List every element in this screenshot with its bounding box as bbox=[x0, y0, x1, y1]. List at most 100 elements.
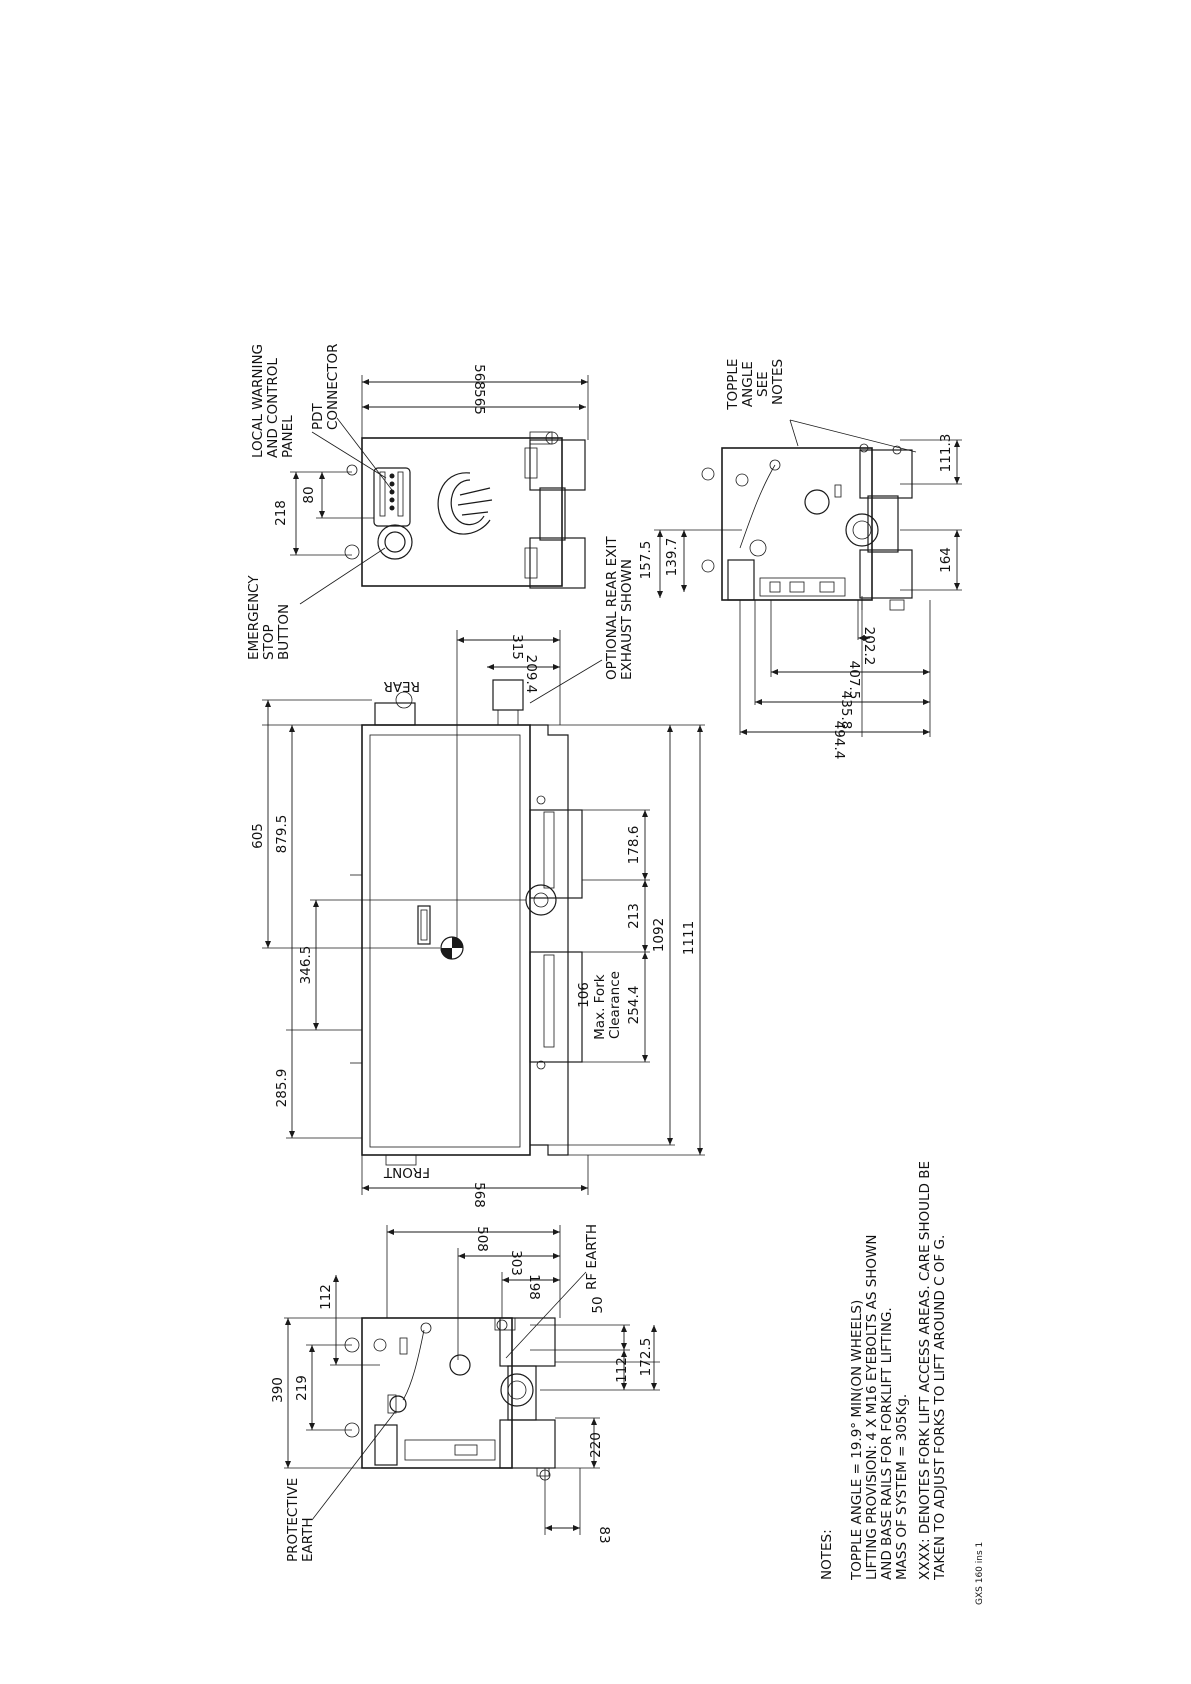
label-topple-4: NOTES bbox=[770, 359, 786, 405]
label-topple-3: SEE bbox=[755, 371, 771, 397]
dim-front-198: 198 bbox=[526, 1274, 542, 1300]
eyebolt-icon bbox=[529, 431, 553, 445]
rear-exhaust-icon bbox=[492, 679, 524, 711]
dim-rear-111-3: 111.3 bbox=[938, 434, 954, 473]
notes-heading: NOTES: bbox=[819, 1529, 835, 1580]
dim-top-218: 218 bbox=[273, 500, 289, 526]
label-local-warning-1: LOCAL WARNING bbox=[250, 344, 266, 458]
edwards-logo-icon bbox=[437, 472, 493, 535]
dim-rear-494-4: 494.4 bbox=[831, 721, 847, 760]
label-protective-earth-2: EARTH bbox=[300, 1517, 316, 1562]
notes-block: NOTES: TOPPLE ANGLE = 19.9° MIN(ON WHEEL… bbox=[819, 1157, 985, 1605]
svg-text:EMERGENCY STOP BUT: EMERGENCY STOP BUTTON bbox=[246, 571, 292, 660]
note-line-1: TOPPLE ANGLE = 19.9° MIN(ON WHEELS) bbox=[849, 1300, 865, 1581]
drawing-reference: GXS 160 ins 1 bbox=[975, 1542, 985, 1605]
side-view: OPTIONAL REAR EXIT EXHAUST SHOWN REAR FR… bbox=[250, 532, 705, 1208]
dim-side-346-5: 346.5 bbox=[298, 946, 314, 985]
dim-side-879-5: 879.5 bbox=[274, 815, 290, 854]
exhaust-port-icon bbox=[500, 1373, 534, 1407]
top-view: 568 565 218 80 LOCAL WARNING AND CONTROL… bbox=[246, 340, 589, 660]
svg-text:TOPPLE ANGLE = 19.9° MIN(ON WH: TOPPLE ANGLE = 19.9° MIN(ON WHEELS) LIFT… bbox=[849, 1230, 910, 1581]
top-view-body bbox=[361, 437, 563, 587]
svg-text:TOPPLE ANGLE SEE: TOPPLE ANGLE SEE NOTES bbox=[725, 354, 786, 411]
svg-text:Max. Fork Clearance: Max. Fork Clearance bbox=[592, 970, 623, 1040]
dim-side-213: 213 bbox=[626, 903, 642, 929]
svg-text:LOCAL WARNING AND CONTRO: LOCAL WARNING AND CONTROL PANEL bbox=[250, 340, 296, 458]
centre-of-gravity-icon bbox=[440, 936, 464, 960]
dim-front-390: 390 bbox=[270, 1377, 286, 1403]
front-view: 508 303 198 RF EARTH 50 112 172.5 220 83 bbox=[270, 1224, 660, 1562]
label-emergency-2: STOP bbox=[261, 624, 277, 660]
note-line-2: LIFTING PROVISION: 4 X M16 EYEBOLTS AS S… bbox=[864, 1234, 880, 1580]
dim-top-80: 80 bbox=[301, 486, 317, 503]
dim-front-112a: 112 bbox=[318, 1284, 334, 1310]
svg-text:PDT CONNECTOR: PDT CONNECTOR bbox=[310, 344, 341, 430]
note-line-4: MASS OF SYSTEM = 305Kg. bbox=[894, 1394, 910, 1580]
label-topple-2: ANGLE bbox=[740, 361, 756, 407]
dim-front-303: 303 bbox=[508, 1250, 524, 1276]
rear-view-body bbox=[721, 447, 873, 601]
dim-rear-435-8: 435.8 bbox=[838, 691, 854, 730]
dim-side-285-9: 285.9 bbox=[274, 1069, 290, 1108]
connector-icon bbox=[727, 559, 755, 601]
dim-side-254-4: 254.4 bbox=[626, 986, 642, 1025]
dim-rear-157-5: 157.5 bbox=[638, 541, 654, 580]
dim-top-568: 568 bbox=[471, 364, 487, 390]
dim-front-112b: 112 bbox=[614, 1357, 630, 1383]
front-view-body bbox=[361, 1317, 513, 1469]
label-protective-earth-1: PROTECTIVE bbox=[285, 1478, 301, 1562]
top-view-rails bbox=[524, 431, 586, 589]
label-front: FRONT bbox=[383, 1164, 430, 1180]
dim-rear-202-2: 202.2 bbox=[861, 627, 877, 666]
eyebolt-icon bbox=[545, 431, 559, 445]
fork-access-area bbox=[543, 811, 555, 889]
label-rf-earth: RF EARTH bbox=[584, 1224, 600, 1290]
svg-text:XXXX: DENOTES FORK LIFT ACCESS: XXXX: DENOTES FORK LIFT ACCESS AREAS. CA… bbox=[917, 1157, 948, 1581]
dim-side-1111: 1111 bbox=[681, 921, 697, 955]
dim-side-315: 315 bbox=[509, 634, 525, 660]
dim-front-219: 219 bbox=[294, 1375, 310, 1401]
local-control-panel bbox=[373, 467, 411, 527]
dim-top-565: 565 bbox=[471, 389, 487, 415]
note-line-3: AND BASE RAILS FOR FORKLIFT LIFTING. bbox=[879, 1307, 895, 1580]
dim-rear-139-7: 139.7 bbox=[664, 538, 680, 577]
dim-front-508: 508 bbox=[474, 1226, 490, 1252]
svg-text:PROTECTIVE EARTH: PROTECTIVE EARTH bbox=[285, 1473, 316, 1562]
label-rear-exit-1: OPTIONAL REAR EXIT bbox=[604, 536, 620, 680]
label-rear: REAR bbox=[383, 678, 420, 694]
label-emergency-3: BUTTON bbox=[276, 604, 292, 660]
label-max-fork-1: Max. Fork bbox=[592, 974, 608, 1040]
label-local-warning-2: AND CONTROL bbox=[265, 358, 281, 458]
exhaust-port-icon bbox=[845, 513, 879, 547]
dim-front-220: 220 bbox=[588, 1432, 604, 1458]
side-view-body bbox=[361, 724, 531, 1156]
dim-side-106: 106 bbox=[576, 982, 592, 1008]
fork-access-area bbox=[543, 954, 555, 1048]
dim-front-50: 50 bbox=[590, 1296, 606, 1313]
dim-front-172-5: 172.5 bbox=[638, 1338, 654, 1377]
dim-rear-407-5: 407.5 bbox=[846, 661, 862, 700]
label-rear-exit-2: EXHAUST SHOWN bbox=[619, 559, 635, 680]
dim-front-83: 83 bbox=[596, 1526, 612, 1543]
dim-side-209-4: 209.4 bbox=[523, 655, 539, 694]
note-xxxx-2: TAKEN TO ADJUST FORKS TO LIFT AROUND C O… bbox=[932, 1235, 948, 1581]
emergency-stop-icon bbox=[377, 524, 413, 560]
label-local-warning-3: PANEL bbox=[280, 415, 296, 458]
label-emergency-1: EMERGENCY bbox=[246, 575, 262, 660]
label-plate bbox=[417, 905, 431, 945]
dim-side-1092: 1092 bbox=[651, 918, 667, 952]
dim-side-605: 605 bbox=[250, 823, 266, 849]
label-pdt-2: CONNECTOR bbox=[325, 344, 341, 430]
svg-text:OPTIONAL REAR EXIT EXHAU: OPTIONAL REAR EXIT EXHAUST SHOWN bbox=[604, 532, 635, 680]
dim-rear-164: 164 bbox=[938, 547, 954, 573]
connector-icon bbox=[374, 1424, 398, 1466]
label-pdt-1: PDT bbox=[310, 402, 326, 430]
label-max-fork-2: Clearance bbox=[607, 971, 623, 1039]
note-xxxx-1: XXXX: DENOTES FORK LIFT ACCESS AREAS. CA… bbox=[917, 1161, 933, 1580]
rear-view: TOPPLE ANGLE SEE NOTES 157.5 139.7 111.3… bbox=[638, 354, 962, 760]
dim-side-568: 568 bbox=[471, 1182, 487, 1208]
dim-side-178-6: 178.6 bbox=[626, 826, 642, 865]
label-topple-1: TOPPLE bbox=[725, 359, 741, 411]
